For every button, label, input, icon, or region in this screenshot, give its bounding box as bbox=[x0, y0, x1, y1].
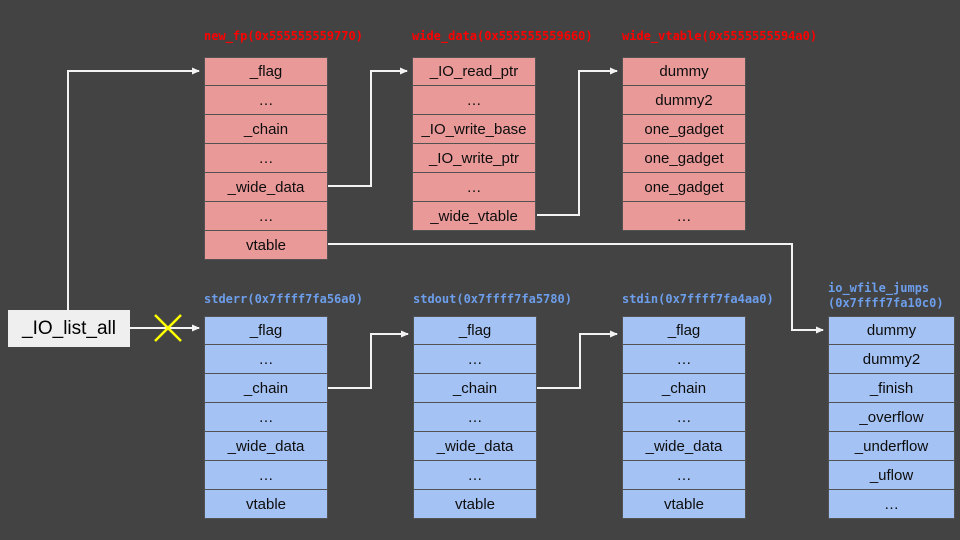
struct-title-stderr: stderr(0x7ffff7fa56a0) bbox=[204, 292, 363, 306]
struct-title-stdin: stdin(0x7ffff7fa4aa0) bbox=[622, 292, 774, 306]
x-mark bbox=[154, 314, 182, 342]
arrow-vtable-to-iowfilejumps bbox=[328, 243, 824, 334]
struct-field-cell: _wide_vtable bbox=[412, 202, 536, 231]
struct-field-cell: _flag bbox=[204, 316, 328, 345]
struct-field-cell: … bbox=[412, 86, 536, 115]
struct-field-cell: _wide_data bbox=[622, 432, 746, 461]
arrow-stdout-chain-to-stdin bbox=[537, 330, 618, 389]
struct-field-cell: _IO_write_ptr bbox=[412, 144, 536, 173]
struct-title-io-wfile-jumps: io_wfile_jumps (0x7ffff7fa10c0) bbox=[828, 281, 944, 311]
struct-field-cell: _chain bbox=[413, 374, 537, 403]
struct-field-cell: _IO_read_ptr bbox=[412, 57, 536, 86]
struct-field-cell: one_gadget bbox=[622, 144, 746, 173]
struct-field-cell: dummy2 bbox=[622, 86, 746, 115]
struct-field-cell: vtable bbox=[204, 490, 328, 519]
struct-field-cell: _flag bbox=[204, 57, 328, 86]
struct-field-cell: _IO_write_base bbox=[412, 115, 536, 144]
struct-field-cell: … bbox=[204, 461, 328, 490]
struct-table-stdin: _flag…_chain…_wide_data…vtable bbox=[622, 316, 746, 519]
arrow-widevtable-ptr bbox=[537, 67, 618, 216]
struct-table-stderr: _flag…_chain…_wide_data…vtable bbox=[204, 316, 328, 519]
struct-title-new-fp: new_fp(0x555555559770) bbox=[204, 29, 363, 43]
struct-field-cell: vtable bbox=[413, 490, 537, 519]
struct-field-cell: … bbox=[622, 461, 746, 490]
struct-field-cell: dummy bbox=[622, 57, 746, 86]
struct-field-cell: vtable bbox=[622, 490, 746, 519]
struct-field-cell: dummy bbox=[828, 316, 955, 345]
struct-field-cell: vtable bbox=[204, 231, 328, 260]
struct-field-cell: one_gadget bbox=[622, 115, 746, 144]
struct-title-line2: (0x7ffff7fa10c0) bbox=[828, 296, 944, 310]
struct-table-new-fp: _flag…_chain…_wide_data…vtable bbox=[204, 57, 328, 260]
struct-field-cell: … bbox=[204, 403, 328, 432]
struct-field-cell: _chain bbox=[204, 115, 328, 144]
struct-field-cell: … bbox=[204, 86, 328, 115]
struct-field-cell: _uflow bbox=[828, 461, 955, 490]
struct-title-wide-vtable: wide_vtable(0x5555555594a0) bbox=[622, 29, 818, 43]
struct-field-cell: … bbox=[204, 202, 328, 231]
io-list-all-box: _IO_list_all bbox=[8, 310, 130, 347]
struct-field-cell: _flag bbox=[413, 316, 537, 345]
arrow-stderr-chain-to-stdout bbox=[328, 330, 409, 389]
struct-field-cell: _wide_data bbox=[204, 173, 328, 202]
struct-field-cell: _flag bbox=[622, 316, 746, 345]
struct-field-cell: … bbox=[413, 345, 537, 374]
struct-table-wide-data: _IO_read_ptr…_IO_write_base_IO_write_ptr… bbox=[412, 57, 536, 231]
struct-field-cell: _finish bbox=[828, 374, 955, 403]
struct-title-stdout: stdout(0x7ffff7fa5780) bbox=[413, 292, 572, 306]
struct-field-cell: … bbox=[204, 345, 328, 374]
struct-title-line1: io_wfile_jumps bbox=[828, 281, 930, 295]
struct-field-cell: … bbox=[413, 461, 537, 490]
struct-field-cell: … bbox=[622, 345, 746, 374]
struct-field-cell: … bbox=[204, 144, 328, 173]
arrow-iolistall-to-newfp bbox=[67, 67, 200, 310]
struct-field-cell: … bbox=[828, 490, 955, 519]
struct-field-cell: _wide_data bbox=[204, 432, 328, 461]
struct-field-cell: _chain bbox=[204, 374, 328, 403]
struct-field-cell: one_gadget bbox=[622, 173, 746, 202]
struct-field-cell: dummy2 bbox=[828, 345, 955, 374]
struct-table-stdout: _flag…_chain…_wide_data…vtable bbox=[413, 316, 537, 519]
struct-field-cell: … bbox=[622, 403, 746, 432]
struct-field-cell: … bbox=[622, 202, 746, 231]
struct-field-cell: … bbox=[413, 403, 537, 432]
arrow-widedata-ptr bbox=[328, 67, 408, 187]
struct-title-wide-data: wide_data(0x555555559660) bbox=[412, 29, 593, 43]
struct-field-cell: _wide_data bbox=[413, 432, 537, 461]
struct-field-cell: … bbox=[412, 173, 536, 202]
struct-field-cell: _overflow bbox=[828, 403, 955, 432]
struct-field-cell: _underflow bbox=[828, 432, 955, 461]
struct-field-cell: _chain bbox=[622, 374, 746, 403]
